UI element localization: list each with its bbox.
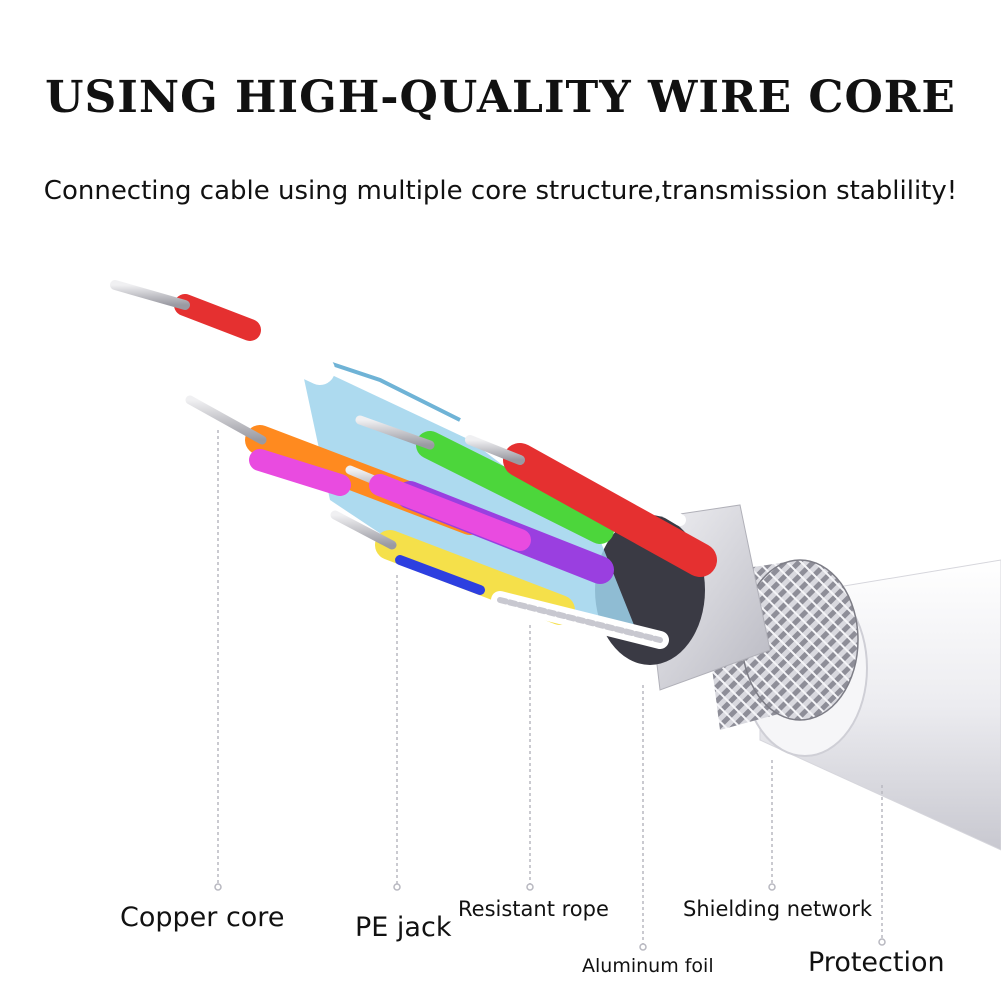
wire-red-right: [465, 435, 717, 577]
label-copper-core: Copper core: [120, 902, 285, 933]
label-shielding-network: Shielding network: [683, 897, 872, 921]
label-aluminum-foil: Aluminum foil: [582, 955, 714, 977]
label-resistant-rope: Resistant rope: [458, 897, 609, 921]
wire-green: [355, 415, 614, 544]
wire-white-rope: [491, 591, 669, 649]
callout-dots: [214, 883, 886, 951]
page-subtitle: Connecting cable using multiple core str…: [43, 176, 958, 206]
label-pe-jack: PE jack: [355, 912, 452, 943]
callout-lines: [217, 430, 883, 945]
wire-magenta: [369, 474, 531, 551]
label-protection: Protection: [808, 947, 945, 978]
wire-red-top: [110, 280, 335, 385]
page-title: USING HIGH-QUALITY WIRE CORE: [45, 72, 956, 123]
